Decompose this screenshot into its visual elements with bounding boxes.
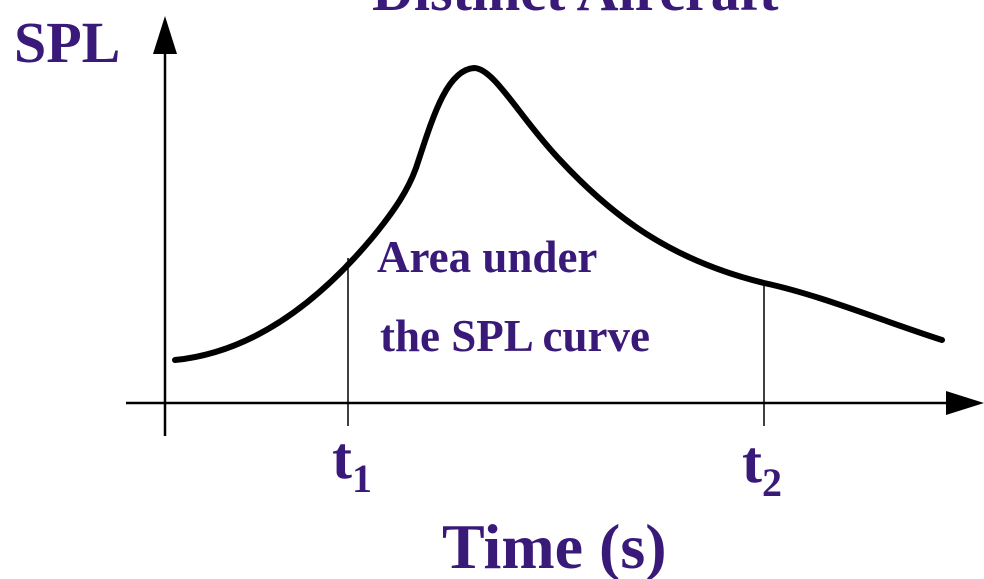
t2-label: t2 [742, 429, 782, 505]
y-axis-arrowhead [153, 16, 177, 54]
t2-label-subscript: 2 [762, 460, 782, 505]
y-axis-label: SPL [14, 10, 120, 75]
area-annotation-line1: Area under [377, 232, 597, 282]
t2-label-base: t [742, 429, 762, 495]
spl-curve [172, 65, 945, 363]
x-axis-arrowhead [946, 391, 984, 415]
area-annotation-line2: the SPL curve [380, 311, 650, 361]
diagram-title: Distinct Aircraft [372, 0, 779, 23]
t1-label: t1 [332, 425, 372, 501]
t1-label-base: t [332, 425, 352, 491]
x-axis-label: Time (s) [442, 511, 667, 579]
t1-label-subscript: 1 [352, 456, 372, 501]
